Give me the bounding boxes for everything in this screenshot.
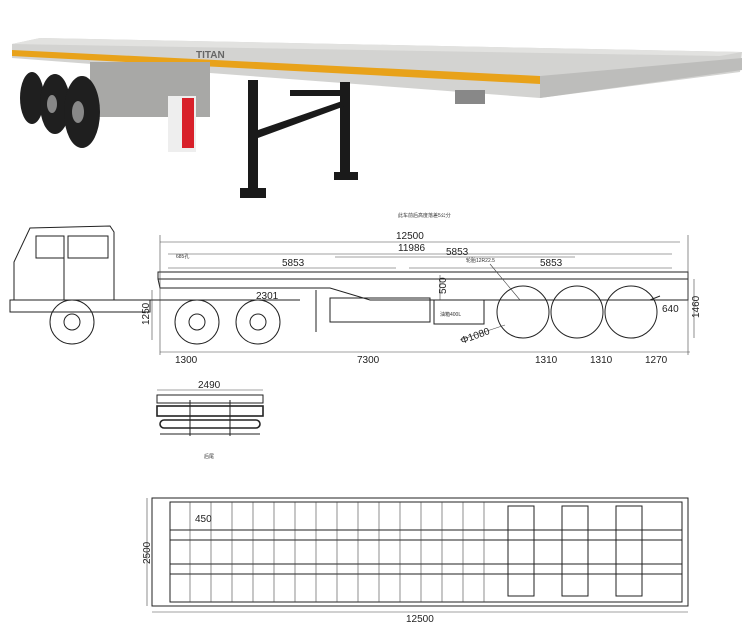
dim-twistlock-right: 5853 — [540, 258, 563, 269]
wheels-photo — [20, 72, 100, 148]
dim-top-width: 2500 — [142, 541, 153, 564]
hole-note: 685孔 — [176, 253, 189, 260]
dim-overall-length: 12500 — [396, 231, 424, 242]
dimension-lines — [151, 235, 695, 355]
brand-logo: TITAN — [196, 50, 225, 61]
toolbox — [329, 297, 431, 323]
tire-note: 轮胎12R22.5 — [466, 257, 495, 264]
dim-frame-height: 500 — [438, 277, 449, 294]
top-view: 2500 450 12500 — [142, 497, 689, 625]
dim-crossmember-spacing: 450 — [195, 514, 212, 525]
dim-rear-overhang: 1270 — [645, 355, 668, 366]
side-view: 此车前后高度落差5公分 油箱400L 685孔 轮胎12R22.5 — [9, 212, 702, 366]
dim-twistlock-upper: 5853 — [446, 247, 469, 258]
dim-twistlock-left: 5853 — [282, 258, 305, 269]
dim-fifth-wheel-height: 1250 — [141, 302, 152, 325]
dim-deck-length: 11986 — [398, 243, 426, 254]
axle-assemblies — [507, 505, 643, 597]
height-note: 此车前后高度落差5公分 — [398, 212, 451, 219]
dim-deck-height: 1460 — [691, 295, 702, 318]
dim-top-length: 12500 — [406, 614, 434, 625]
tank-label: 油箱400L — [440, 311, 461, 318]
orange-stripe — [12, 50, 540, 84]
landing-gear — [240, 80, 358, 198]
dim-axle-spacing-2: 1310 — [590, 355, 613, 366]
fuel-tank — [433, 299, 485, 325]
crossmembers — [189, 502, 485, 602]
tractor-outline — [9, 225, 300, 345]
rear-caption: 后尾 — [204, 453, 214, 460]
dim-front-overhang: 1300 — [175, 355, 198, 366]
trailer-frame — [157, 271, 689, 339]
dim-rear-width: 2490 — [198, 380, 221, 391]
rear-view: 2490 后尾 — [156, 380, 264, 460]
dim-axle-spacing-1: 1310 — [535, 355, 558, 366]
dim-kingpin-offset: 2301 — [256, 291, 279, 302]
rear-reflector — [182, 98, 194, 148]
trailer-photo: TITAN — [12, 38, 742, 198]
dim-rear-height: 640 — [662, 304, 679, 315]
dim-wheel-diameter: Φ1080 — [459, 326, 492, 347]
dim-kingpin-axle: 7300 — [357, 355, 380, 366]
